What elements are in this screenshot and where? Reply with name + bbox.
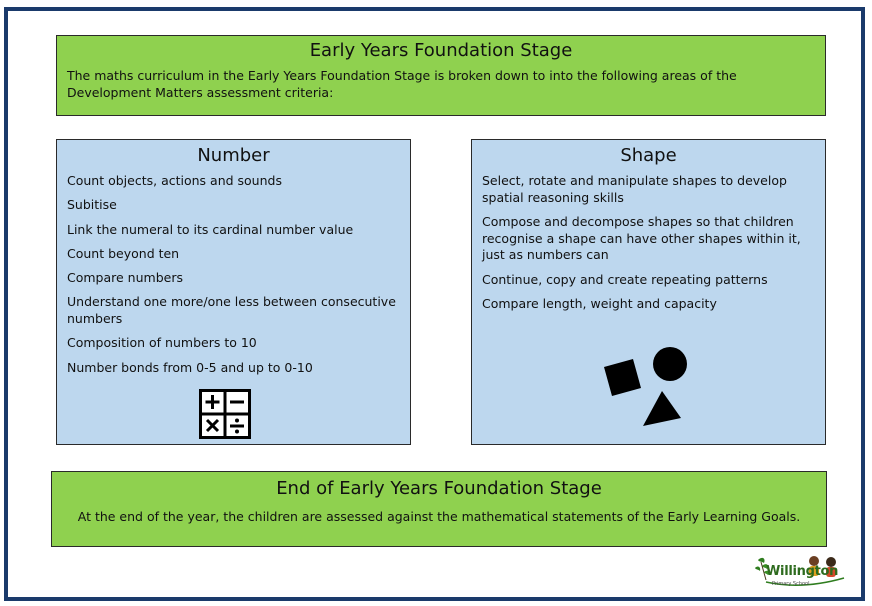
end-eyfs-summary: At the end of the year, the children are… xyxy=(77,509,801,524)
eyfs-intro-text: The maths curriculum in the Early Years … xyxy=(67,68,737,100)
shape-title: Shape xyxy=(620,145,677,166)
school-logo: Willington Primary School xyxy=(752,552,852,592)
end-eyfs-title: End of Early Years Foundation Stage xyxy=(276,478,602,499)
number-item: Subitise xyxy=(67,197,117,213)
number-item: Composition of numbers to 10 xyxy=(67,335,257,351)
shape-item: Compose and decompose shapes so that chi… xyxy=(482,214,801,262)
number-item: Compare numbers xyxy=(67,270,183,286)
number-item: Number bonds from 0-5 and up to 0-10 xyxy=(67,359,313,375)
eyfs-title: Early Years Foundation Stage xyxy=(309,40,573,61)
shape-item: Continue, copy and create repeating patt… xyxy=(482,271,768,287)
shape-item: Compare length, weight and capacity xyxy=(482,296,717,311)
school-logo-name: Willington xyxy=(766,564,839,579)
geometric-shapes-icon xyxy=(604,347,687,426)
number-title: Number xyxy=(197,145,270,166)
number-item: Understand one more/one less between con… xyxy=(67,294,396,326)
number-item: Count objects, actions and sounds xyxy=(67,173,282,188)
eyfs-intro-panel: Early Years Foundation Stage The maths c… xyxy=(56,35,826,116)
number-item: Count beyond ten xyxy=(67,245,180,261)
school-logo-subtitle: Primary School xyxy=(772,581,810,587)
school-logo-graphic xyxy=(755,556,845,586)
shape-list: Select, rotate and manipulate shapes to … xyxy=(472,173,825,313)
shape-panel: Shape Select, rotate and manipulate shap… xyxy=(471,139,826,445)
shape-item: Select, rotate and manipulate shapes to … xyxy=(482,173,787,205)
number-list: Count objects, actions and sounds Subiti… xyxy=(57,173,410,376)
calculator-operations-icon xyxy=(199,389,251,439)
end-eyfs-panel: End of Early Years Foundation Stage At t… xyxy=(51,471,827,547)
number-item: Link the numeral to its cardinal number … xyxy=(67,221,354,237)
